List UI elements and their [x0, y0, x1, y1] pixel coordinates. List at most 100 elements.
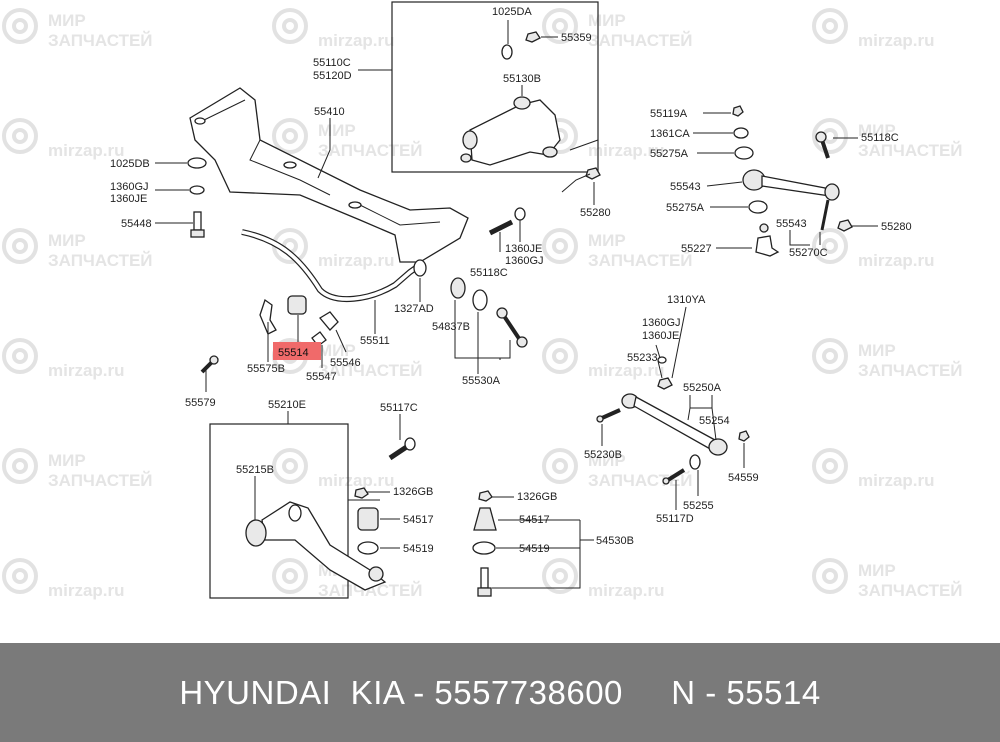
watermark-text: ЗАПЧАСТЕЙ: [858, 361, 963, 380]
label-1360GJ-b: 1360GJ: [505, 255, 544, 267]
label-54517-b: 54517: [519, 514, 550, 526]
bolt-55118C-upper: [488, 207, 526, 236]
washer-55275A-a: [734, 146, 754, 160]
lateral-arm-55543: [742, 169, 840, 231]
watermark-logo-icon: [2, 338, 38, 374]
watermark-tile: mirzap.ru: [542, 118, 665, 160]
upper-arm-group-box: [391, 1, 599, 173]
watermark-logo-icon: [272, 118, 308, 154]
watermark-logo-icon: [812, 118, 848, 154]
label-55254: 55254: [699, 415, 730, 427]
trailing-arm-55250A: [621, 393, 728, 456]
label-1310YA: 1310YA: [667, 294, 706, 306]
watermark-site-text: mirzap.ru: [858, 31, 935, 50]
label-1361CA: 1361CA: [650, 128, 690, 140]
label-55117D: 55117D: [656, 513, 694, 525]
watermark-logo-icon: [812, 228, 848, 264]
watermark-logo-icon: [272, 558, 308, 594]
label-55275A-b: 55275A: [666, 202, 705, 214]
label-55120D: 55120D: [313, 70, 352, 82]
label-54519-a: 54519: [403, 543, 434, 555]
label-55547: 55547: [306, 371, 337, 383]
label-54530B: 54530B: [596, 535, 634, 547]
watermark-text: ЗАПЧАСТЕЙ: [588, 31, 693, 50]
watermark-text: ЗАПЧАСТЕЙ: [588, 251, 693, 270]
label-55119A: 55119A: [650, 108, 688, 120]
label-55230B: 55230B: [584, 449, 622, 461]
label-55118C: 55118C: [470, 267, 508, 279]
watermark-text: МИР: [48, 231, 86, 250]
watermark-tile: mirzap.ru: [2, 558, 125, 600]
watermark-tile: mirzap.ru: [2, 338, 125, 380]
bolt-55230B: [596, 408, 621, 423]
label-55233: 55233: [627, 352, 658, 364]
label-55255: 55255: [683, 500, 714, 512]
label-55130B: 55130B: [503, 73, 541, 85]
watermark-text: ЗАПЧАСТЕЙ: [318, 361, 423, 380]
label-55546: 55546: [330, 357, 361, 369]
watermark-logo-icon: [542, 8, 578, 44]
watermark-logo-icon: [542, 228, 578, 264]
watermark-text: МИР: [588, 451, 626, 470]
watermark-logo-icon: [2, 118, 38, 154]
watermark-site-text: mirzap.ru: [858, 471, 935, 490]
watermark-tile: mirzap.ru: [812, 8, 935, 50]
label-55530A: 55530A: [462, 375, 501, 387]
lower-arm-55210E: [245, 501, 387, 591]
label-55210E: 55210E: [268, 399, 306, 411]
watermark-tile: mirzap.ru: [272, 448, 395, 490]
upper-arm-55130B: [460, 96, 561, 166]
label-55514: 55514: [278, 347, 309, 359]
bolt-54530B: [477, 567, 492, 597]
label-55359: 55359: [561, 32, 592, 44]
watermark-site-text: mirzap.ru: [858, 251, 935, 270]
watermark-logo-icon: [542, 558, 578, 594]
watermark-site-text: mirzap.ru: [318, 251, 395, 270]
watermark-logo-icon: [812, 8, 848, 44]
part-labels: 1025DA 55359 55110C 55120D 55130B 55410 …: [110, 6, 912, 555]
watermark-text: МИР: [48, 451, 86, 470]
nut-55359: [525, 31, 541, 43]
clamp-1327AD: [413, 259, 427, 277]
watermark-text: МИР: [318, 341, 356, 360]
bolt-55117C: [388, 437, 416, 461]
label-1326GB-b: 1326GB: [517, 491, 557, 503]
footer-text: HYUNDAI KIA - 5557738600 N - 55514: [179, 673, 821, 711]
washer-54519-b: [472, 541, 496, 555]
label-55280: 55280: [580, 207, 611, 219]
label-55275A-a: 55275A: [650, 148, 689, 160]
bushing-54517-a: [357, 507, 379, 531]
watermark-tile: mirzap.ru: [272, 8, 395, 50]
label-1025DA: 1025DA: [492, 6, 532, 18]
bushing-55546: [319, 311, 339, 331]
bolt-55117D: [662, 468, 686, 485]
stabilizer-link-55530A: [450, 277, 528, 348]
watermark-site-text: mirzap.ru: [588, 361, 665, 380]
watermark-site-text: mirzap.ru: [318, 31, 395, 50]
watermark-tile: mirzap.ru: [272, 228, 395, 270]
watermark-logo-icon: [272, 448, 308, 484]
watermark-text: ЗАПЧАСТЕЙ: [588, 471, 693, 490]
bushing-55514: [287, 295, 307, 315]
watermark-logo-icon: [2, 228, 38, 264]
crossmember-55410: [189, 87, 469, 263]
watermark-logo-icon: [2, 448, 38, 484]
label-55410: 55410: [314, 106, 345, 118]
watermark-logo-icon: [542, 448, 578, 484]
label-55250A: 55250A: [683, 382, 722, 394]
nut-55119A: [732, 105, 744, 117]
watermark-tile: mirzap.ru: [812, 228, 935, 270]
label-55118C-right: 55118C: [861, 132, 899, 144]
watermark-logo-icon: [2, 8, 38, 44]
watermark-logo-icon: [272, 8, 308, 44]
label-1025DB: 1025DB: [110, 158, 150, 170]
watermark-text: МИР: [318, 121, 356, 140]
watermark-text: ЗАПЧАСТЕЙ: [858, 581, 963, 600]
